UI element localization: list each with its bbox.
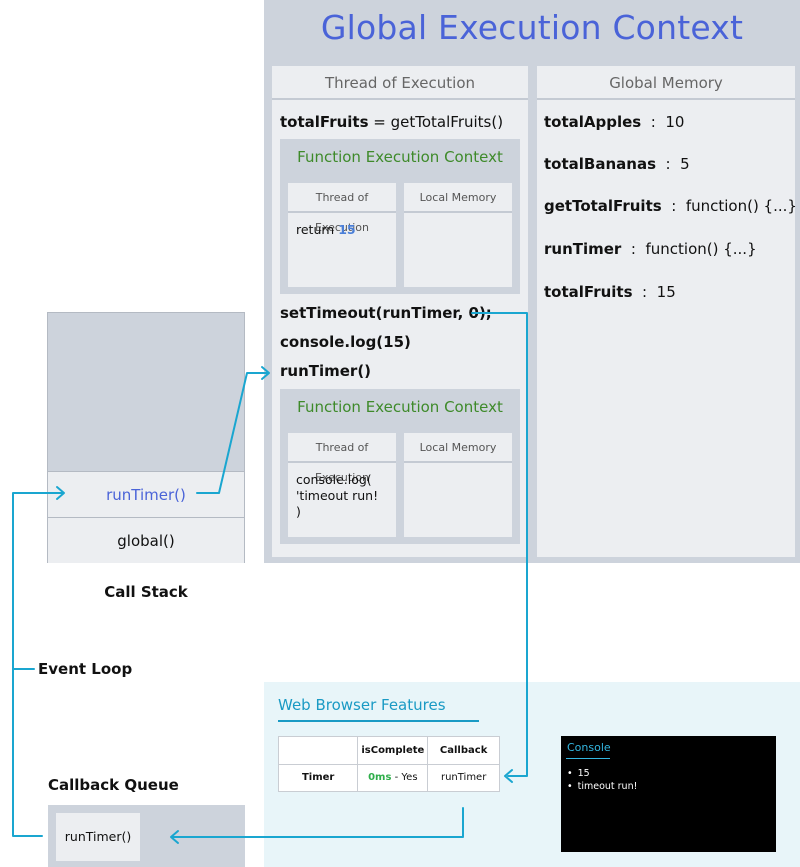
thread-of-execution-panel: Thread of Execution totalFruits = getTot… xyxy=(272,66,528,557)
fec-2-thread: Thread of Execution console.log( 'timeou… xyxy=(288,433,396,537)
table-header-row: isComplete Callback xyxy=(277,736,500,765)
arrow-timer-to-callback-queue xyxy=(171,807,464,838)
timer-time: 0ms xyxy=(368,772,392,784)
arrow-stack-to-run-timer-head xyxy=(261,366,270,380)
memory-item-name: totalFruits xyxy=(544,283,633,301)
arrow-stack-to-run-timer xyxy=(196,372,269,494)
call-stack-label: Call Stack xyxy=(104,583,188,601)
memory-item-name: getTotalFruits xyxy=(544,197,662,215)
timer-status: - Yes xyxy=(391,772,418,784)
event-loop-label: Event Loop xyxy=(38,660,133,678)
arrow-event-loop xyxy=(12,492,64,837)
function-execution-context-2: Function Execution Context Thread of Exe… xyxy=(280,389,520,544)
code-var: totalFruits xyxy=(280,113,369,131)
fec-2-local-memory: Local Memory xyxy=(404,433,512,537)
memory-item: getTotalFruits : function() {...} xyxy=(544,197,797,215)
console-line-item: 15 xyxy=(567,767,637,780)
code-rest: = getTotalFruits() xyxy=(368,113,504,131)
web-browser-features-title: Web Browser Features xyxy=(278,696,446,714)
memory-item-value: function() {...} xyxy=(645,240,757,258)
console-panel: Console 15 timeout run! xyxy=(561,736,776,852)
title-underline xyxy=(278,720,479,722)
timer-status-cell: 0ms - Yes xyxy=(357,763,429,792)
return-keyword: return xyxy=(296,222,339,237)
console-output: 15 timeout run! xyxy=(567,767,638,793)
memory-item-value: 5 xyxy=(680,155,690,173)
fec-1-thread: Thread of Execution return 15 xyxy=(288,183,396,287)
thread-of-execution-header: Thread of Execution xyxy=(272,66,528,100)
arrow-event-loop-head xyxy=(56,486,65,500)
memory-item: runTimer : function() {...} xyxy=(544,240,757,258)
call-stack: runTimer() global() xyxy=(47,312,245,563)
console-underline xyxy=(566,758,610,759)
code-line-run-timer: runTimer() xyxy=(280,362,372,380)
fec-2-memory-header: Local Memory xyxy=(404,433,512,463)
stack-frame-global: global() xyxy=(48,517,244,563)
callback-queue-label: Callback Queue xyxy=(48,776,179,794)
code-line-set-timeout: setTimeout(runTimer, 0); xyxy=(280,304,492,322)
console-line-item: timeout run! xyxy=(567,780,638,793)
console-title: Console xyxy=(567,741,611,754)
fec-1-local-memory: Local Memory xyxy=(404,183,512,287)
return-value: 15 xyxy=(338,222,356,237)
memory-item-value: 15 xyxy=(656,283,676,301)
fec-2-thread-header: Thread of Execution xyxy=(288,433,396,484)
memory-item-value: 10 xyxy=(665,113,685,131)
arrow-set-timeout-to-timer-head xyxy=(504,769,513,783)
table-header-callback: Callback xyxy=(427,736,500,765)
callback-queue-item: runTimer() xyxy=(56,813,140,861)
memory-item: totalBananas : 5 xyxy=(544,155,690,173)
arrow-timer-to-callback-queue-head xyxy=(170,830,179,844)
memory-item-name: totalApples xyxy=(544,113,642,131)
timer-name-cell: Timer xyxy=(277,763,359,792)
code-line-total-fruits: totalFruits = getTotalFruits() xyxy=(280,113,503,131)
table-header-is-complete: isComplete xyxy=(357,736,429,765)
fec-2-header: Function Execution Context xyxy=(297,398,503,416)
stack-frame-run-timer: runTimer() xyxy=(48,471,244,517)
table-row: Timer 0ms - Yes runTimer xyxy=(277,763,500,792)
code-line-console-log: console.log(15) xyxy=(280,333,411,351)
global-memory-header: Global Memory xyxy=(537,66,795,100)
function-execution-context-1: Function Execution Context Thread of Exe… xyxy=(280,139,520,294)
memory-item-name: runTimer xyxy=(544,240,622,258)
global-memory-panel: Global Memory totalApples : 10 totalBana… xyxy=(537,66,797,557)
fec-2-thread-body: console.log( 'timeout run! ) xyxy=(296,472,379,519)
timer-callback-cell: runTimer xyxy=(427,763,500,792)
fec-1-header: Function Execution Context xyxy=(297,148,503,166)
memory-item-name: totalBananas xyxy=(544,155,656,173)
memory-item: totalFruits : 15 xyxy=(544,283,676,301)
timer-table: isComplete Callback Timer 0ms - Yes runT… xyxy=(277,736,500,792)
fec-1-thread-header: Thread of Execution xyxy=(288,183,396,234)
fec-1-thread-body: return 15 xyxy=(288,213,396,247)
arrow-set-timeout-to-timer xyxy=(471,312,528,777)
fec-1-memory-header: Local Memory xyxy=(404,183,512,213)
memory-item-value: function() {...} xyxy=(685,197,797,215)
gec-title: Global Execution Context xyxy=(320,8,744,47)
memory-item: totalApples : 10 xyxy=(544,113,685,131)
